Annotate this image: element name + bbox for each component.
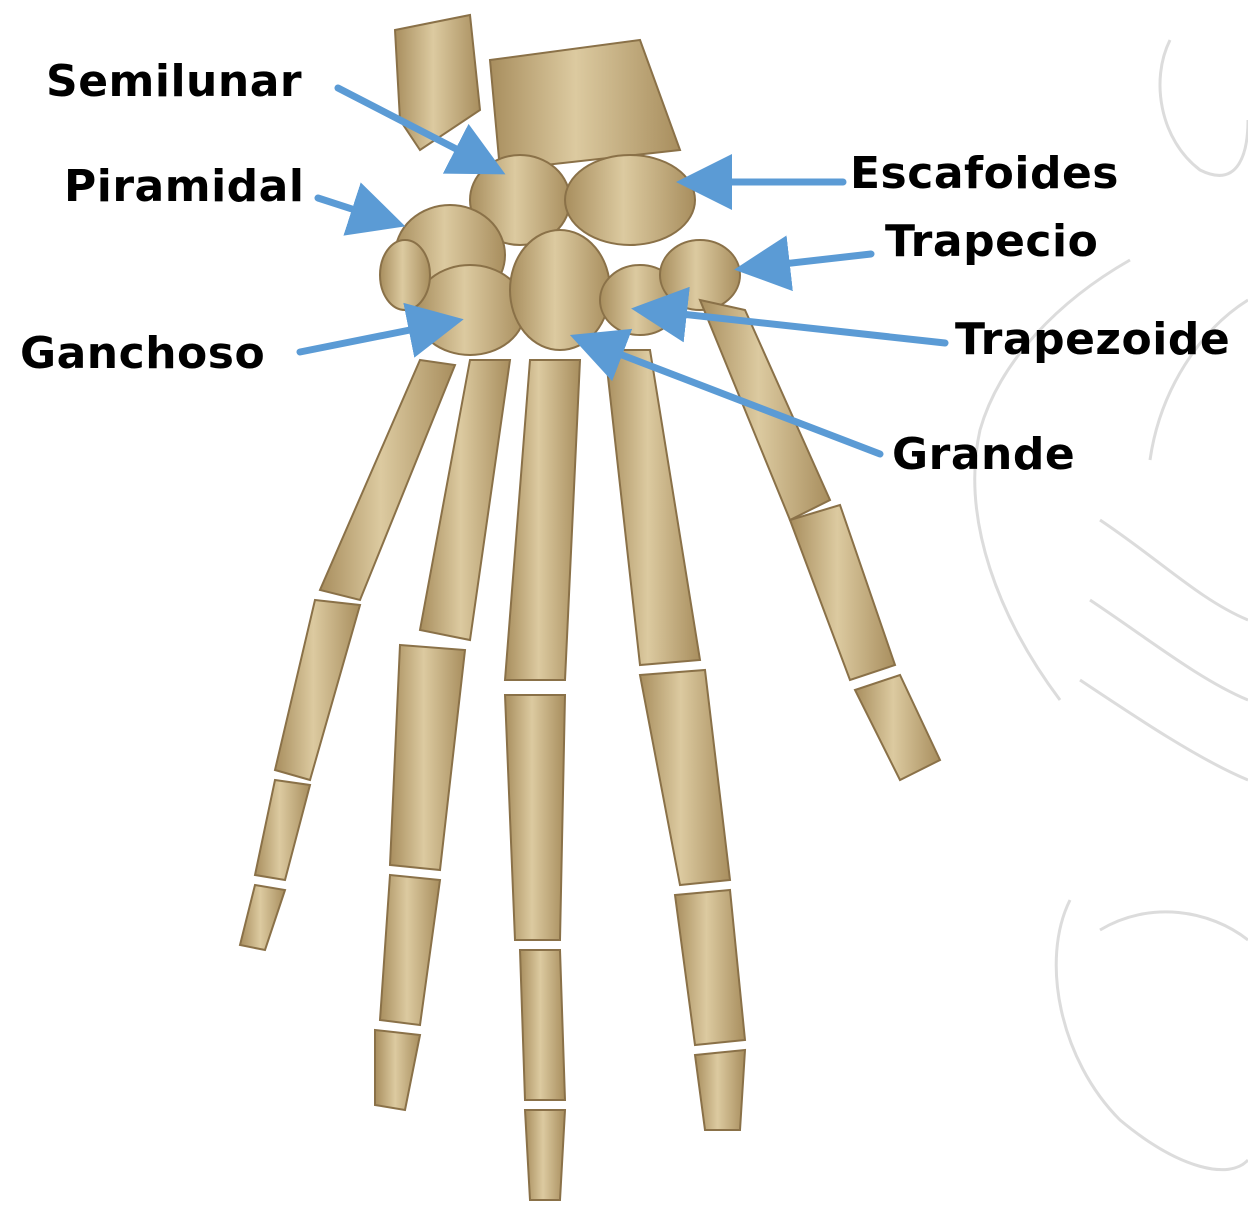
phalanx-2-middle: [675, 890, 745, 1045]
phalanx-4-proximal: [390, 645, 465, 870]
radius-bone: [490, 40, 680, 170]
ulna-bone: [395, 15, 480, 150]
metacarpal-3: [505, 360, 580, 680]
phalanx-1-distal: [855, 675, 940, 780]
phalanx-2-proximal: [640, 670, 730, 885]
label-semilunar: Semilunar: [46, 60, 302, 104]
metacarpal-2: [605, 350, 700, 665]
phalanx-3-distal: [525, 1110, 565, 1200]
phalanx-5-middle: [255, 780, 310, 880]
label-trapecio: Trapecio: [885, 220, 1098, 264]
label-escafoides: Escafoides: [850, 152, 1119, 196]
arrow-piramidal: [318, 198, 392, 222]
label-trapezoide: Trapezoide: [955, 318, 1230, 362]
arrow-trapecio: [748, 254, 871, 268]
hand-bones: [240, 15, 940, 1200]
carpal-escafoides: [565, 155, 695, 245]
phalanx-1-proximal: [790, 505, 895, 680]
phalanx-5-distal: [240, 885, 285, 950]
background-skeleton-sketch: [975, 40, 1248, 1170]
label-grande: Grande: [892, 433, 1075, 477]
carpal-grande: [510, 230, 610, 350]
phalanx-5-proximal: [275, 600, 360, 780]
arrow-trapezoide: [645, 310, 945, 343]
phalanx-4-middle: [380, 875, 440, 1025]
phalanx-3-middle: [520, 950, 565, 1100]
phalanx-2-distal: [695, 1050, 745, 1130]
carpal-ganchoso: [415, 265, 525, 355]
label-ganchoso: Ganchoso: [20, 332, 265, 376]
phalanx-3-proximal: [505, 695, 565, 940]
label-piramidal: Piramidal: [64, 165, 304, 209]
phalanx-4-distal: [375, 1030, 420, 1110]
carpal-pisiforme: [380, 240, 430, 310]
